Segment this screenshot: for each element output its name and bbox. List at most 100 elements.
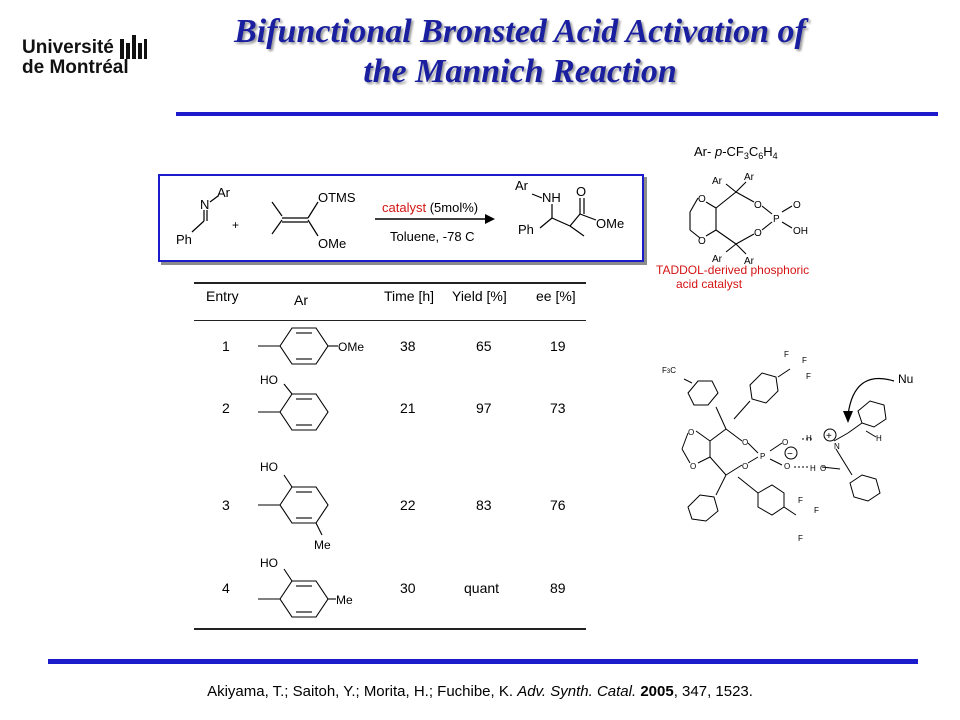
plus-sign: + bbox=[232, 218, 239, 232]
ts-f-3: F bbox=[806, 372, 811, 381]
imine-ar-label: Ar bbox=[217, 185, 231, 200]
citation: Akiyama, T.; Saitoh, Y.; Morita, H.; Fuc… bbox=[0, 683, 960, 700]
ts-nu-label: Nu bbox=[898, 372, 913, 386]
catalyst-label-line2: acid catalyst bbox=[676, 277, 743, 291]
row-ee: 76 bbox=[550, 497, 566, 513]
ho-sub-label: HO bbox=[260, 373, 278, 387]
ar-structure-1: OMe bbox=[258, 327, 364, 365]
reaction-scheme: N Ar Ph + OTMS OMe catalyst (5mol%) Tolu… bbox=[176, 178, 624, 251]
plus-charge-icon bbox=[823, 428, 837, 442]
page-title: Bifunctional Bronsted Acid Activation of… bbox=[150, 12, 890, 92]
row-ee: 89 bbox=[550, 580, 566, 596]
ts-f-4: F bbox=[798, 496, 803, 505]
product-ome-label: OMe bbox=[596, 216, 624, 231]
ar-structure-2: HO bbox=[258, 373, 329, 431]
ho-sub-label: HO bbox=[260, 557, 278, 570]
product-o-label: O bbox=[576, 184, 586, 199]
imine-n-label: N bbox=[200, 197, 209, 212]
ar-definition: Ar- p-CF3C6H4 bbox=[694, 144, 778, 161]
table-bottom-rule bbox=[194, 628, 586, 630]
logo-text-line2: de Montréal bbox=[22, 57, 129, 78]
taddol-p: P bbox=[773, 214, 780, 225]
logo-text-line1: Université bbox=[22, 37, 114, 58]
catalyst-label: catalyst (5mol%) bbox=[382, 200, 478, 215]
results-table: Entry Ar Time [h] Yield [%] ee [%] 1 OMe… bbox=[194, 282, 586, 632]
product-structure bbox=[531, 193, 597, 237]
header-time: Time [h] bbox=[384, 288, 435, 304]
ts-o-2: O bbox=[690, 462, 696, 471]
header-yield: Yield [%] bbox=[452, 288, 507, 304]
product-ar-label: Ar bbox=[515, 178, 529, 193]
table-top-rule bbox=[194, 282, 586, 284]
header-entry: Entry bbox=[206, 288, 239, 304]
row-ee: 73 bbox=[550, 400, 566, 416]
transition-state-structure: F3C F F F F F F Nu O O O O P O O H H O N… bbox=[662, 350, 913, 543]
ts-o-5: O bbox=[782, 438, 788, 447]
ts-f-6: F bbox=[798, 534, 803, 543]
header-ee: ee [%] bbox=[536, 288, 576, 304]
taddol-o-4: O bbox=[754, 228, 762, 239]
minus-charge-icon bbox=[784, 446, 798, 460]
product-ph-label: Ph bbox=[518, 222, 534, 237]
ketene-acetal-structure bbox=[271, 201, 319, 237]
taddol-ar-3: Ar bbox=[712, 254, 723, 265]
row-entry: 1 bbox=[222, 338, 230, 354]
row-time: 22 bbox=[400, 497, 416, 513]
citation-authors: Akiyama, T.; Saitoh, Y.; Morita, H.; Fuc… bbox=[207, 683, 518, 700]
taddol-o-5: O bbox=[793, 200, 801, 211]
citation-rest: , 347, 1523. bbox=[673, 683, 753, 700]
ar-structure-4: HO Me bbox=[258, 557, 353, 618]
ts-n: N bbox=[834, 442, 840, 451]
title-underline bbox=[176, 112, 938, 116]
ts-minus: − bbox=[787, 449, 793, 460]
ts-o-1: O bbox=[688, 428, 694, 437]
row-yield: 97 bbox=[476, 400, 492, 416]
me-sub-label: Me bbox=[314, 538, 331, 552]
ome-label: OMe bbox=[318, 236, 346, 251]
ho-sub-label: HO bbox=[260, 460, 278, 474]
taddol-o-1: O bbox=[698, 194, 706, 205]
reaction-scheme-box: N Ar Ph + OTMS OMe catalyst (5mol%) Tolu… bbox=[158, 174, 644, 262]
ts-f-2: F bbox=[802, 356, 807, 365]
university-logo: Université de Montréal bbox=[22, 35, 152, 85]
nu-arrowhead-icon bbox=[843, 411, 853, 423]
product-nh-label: NH bbox=[542, 190, 561, 205]
catalyst-label-line1: TADDOL-derived phosphoric bbox=[656, 263, 809, 277]
taddol-catalyst-structure: Ar- p-CF3C6H4 Ar Ar Ar Ar O O O O P O OH… bbox=[656, 144, 809, 291]
ts-o-3: O bbox=[742, 438, 748, 447]
taddol-oh: OH bbox=[793, 226, 808, 237]
row-time: 21 bbox=[400, 400, 416, 416]
row-entry: 4 bbox=[222, 580, 230, 596]
taddol-ar-4: Ar bbox=[744, 256, 755, 267]
ts-o-4: O bbox=[742, 462, 748, 471]
header-ar: Ar bbox=[294, 292, 308, 308]
taddol-ar-2: Ar bbox=[744, 172, 755, 183]
citation-journal: Adv. Synth. Catal. bbox=[517, 683, 637, 700]
conditions-label: Toluene, -78 C bbox=[390, 229, 475, 244]
row-time: 38 bbox=[400, 338, 416, 354]
title-line-2: the Mannich Reaction bbox=[363, 53, 677, 90]
ts-h-1: H bbox=[806, 434, 812, 443]
otms-label: OTMS bbox=[318, 190, 356, 205]
table-header-rule bbox=[194, 320, 586, 321]
me-sub-label: Me bbox=[336, 593, 353, 607]
logo-emblem-icon bbox=[120, 35, 147, 59]
title-line-1: Bifunctional Bronsted Acid Activation of bbox=[234, 13, 806, 50]
ar-structure-3: HO Me bbox=[258, 460, 331, 552]
ts-p: P bbox=[760, 452, 765, 461]
footer-rule bbox=[48, 659, 918, 664]
ome-sub-label: OMe bbox=[338, 340, 364, 354]
arrowhead-icon bbox=[485, 214, 495, 224]
imine-ph-label: Ph bbox=[176, 232, 192, 247]
ts-plus: + bbox=[826, 431, 832, 442]
row-yield: 83 bbox=[476, 497, 492, 513]
imine-structure bbox=[191, 195, 219, 233]
ts-f-1: F bbox=[784, 350, 789, 359]
row-yield: 65 bbox=[476, 338, 492, 354]
taddol-o-2: O bbox=[698, 236, 706, 247]
ts-h-2: H bbox=[810, 464, 816, 473]
row-time: 30 bbox=[400, 580, 416, 596]
row-yield: quant bbox=[464, 580, 500, 596]
row-ee: 19 bbox=[550, 338, 566, 354]
ts-o-6: O bbox=[784, 462, 790, 471]
